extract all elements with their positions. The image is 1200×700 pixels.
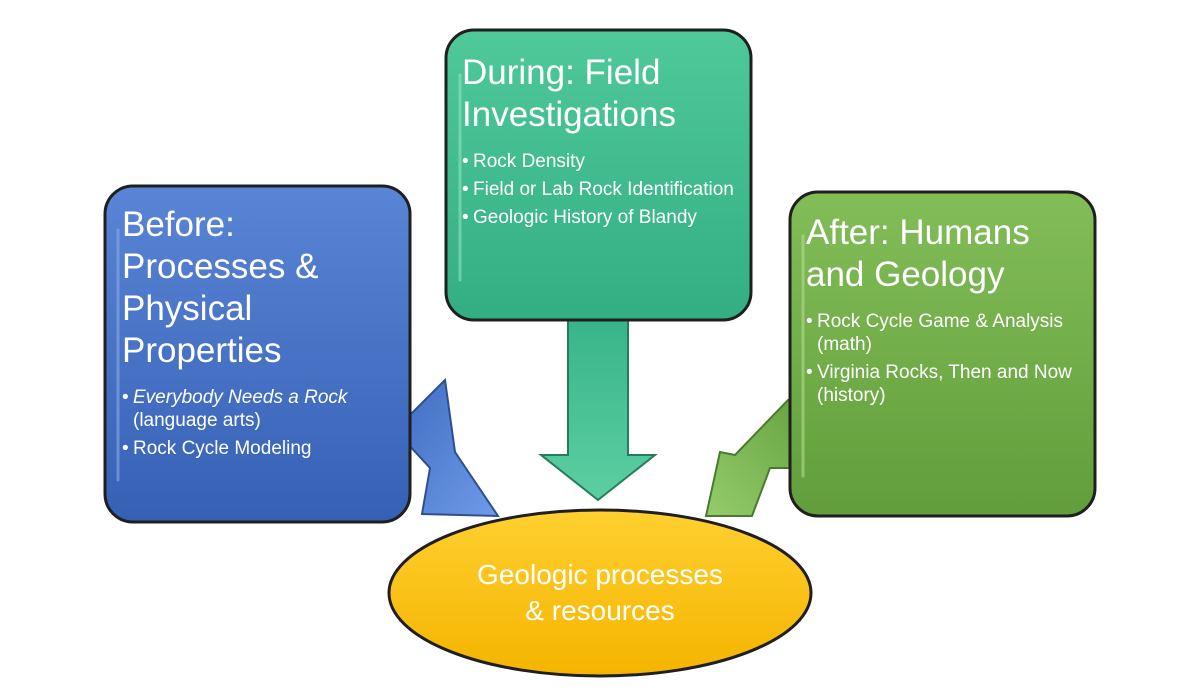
list-item: •Everybody Needs a Rock (language arts) (122, 387, 348, 431)
during-title: During: Field Investigations (462, 53, 677, 134)
arrow-before-to-center (393, 377, 500, 518)
center-ellipse (387, 508, 813, 678)
list-item: •Rock Density (462, 151, 585, 172)
before-list: •Everybody Needs a Rock (language arts) … (122, 386, 402, 460)
before-box (103, 184, 412, 524)
center-label-line-2: & resources (525, 595, 675, 626)
before-title: Before: Processes & Physical Properties (122, 205, 319, 370)
after-list: •Rock Cycle Game & Analysis (math) •Virg… (806, 310, 1086, 407)
during-box-content: During: Field Investigations •Rock Densi… (462, 52, 742, 234)
list-item: •Rock Cycle Modeling (122, 438, 312, 459)
after-box-content: After: Humans and Geology •Rock Cycle Ga… (806, 212, 1086, 412)
list-item: •Geologic History of Blandy (462, 207, 697, 228)
after-title: After: Humans and Geology (806, 213, 1030, 294)
before-box-content: Before: Processes & Physical Properties … (122, 204, 402, 465)
during-list: •Rock Density •Field or Lab Rock Identif… (462, 150, 742, 229)
arrow-during-to-center (538, 314, 658, 502)
center-label: Geologic processes & resources (390, 557, 810, 629)
during-box (444, 28, 753, 322)
list-item: •Rock Cycle Game & Analysis (math) (806, 311, 1064, 355)
list-item: •Field or Lab Rock Identification (462, 179, 734, 200)
list-item: •Virginia Rocks, Then and Now (history) (806, 362, 1072, 406)
center-label-line-1: Geologic processes (477, 559, 723, 590)
after-box (788, 190, 1097, 518)
